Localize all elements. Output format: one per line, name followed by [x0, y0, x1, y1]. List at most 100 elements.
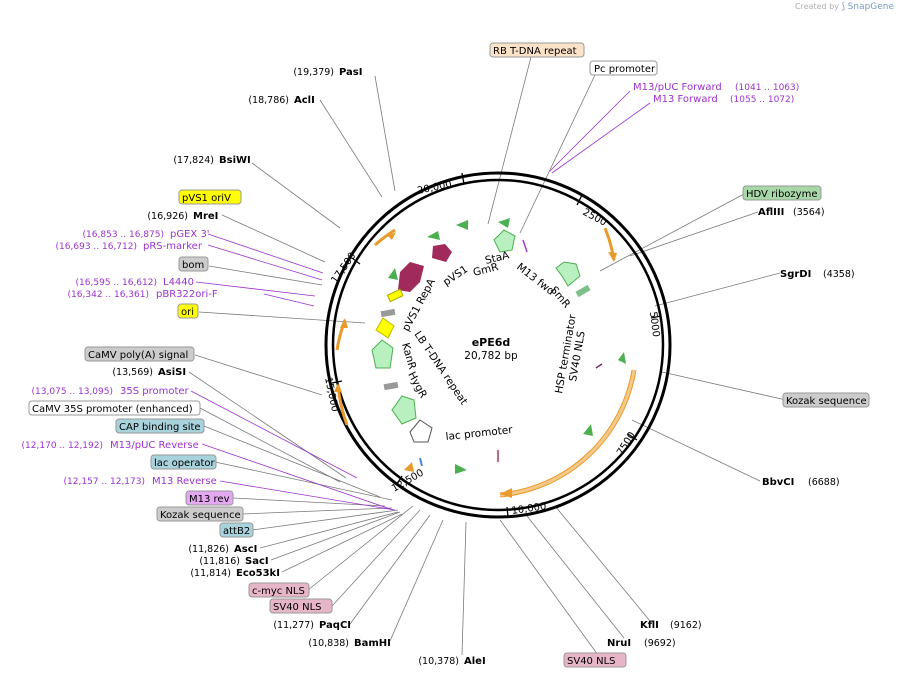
- pvs1-staa-arrow: [432, 244, 452, 262]
- feature-box-cap-binding[interactable]: CAP binding site: [115, 418, 205, 434]
- enzyme-name[interactable]: AclI: [294, 95, 315, 106]
- svg-text:attB2: attB2: [223, 526, 250, 537]
- feature-box-sv40-nls-bottom[interactable]: SV40 NLS: [563, 652, 627, 668]
- feature-box-kozak-left[interactable]: Kozak sequence: [156, 506, 244, 522]
- ori-band: [386, 288, 404, 303]
- ori-arrow: [375, 317, 395, 339]
- feature-box-pc-promoter[interactable]: Pc promoter: [589, 60, 658, 76]
- credit-prefix: Created by: [794, 2, 839, 11]
- primer-name[interactable]: M13/pUC Reverse: [110, 440, 199, 451]
- tick-label: 17,500: [329, 251, 358, 286]
- pvs1-label: pVS1: [441, 263, 470, 288]
- smr-arrow: [555, 261, 581, 287]
- feature-box-sv40-nls-left[interactable]: SV40 NLS: [269, 598, 333, 614]
- enzyme-pos: (17,824): [173, 155, 214, 166]
- feature-box-kozak-right[interactable]: Kozak sequence: [782, 392, 870, 408]
- svg-text:CaMV 35S promoter (enhanced): CaMV 35S promoter (enhanced): [32, 404, 193, 415]
- enzyme-name[interactable]: MreI: [193, 211, 218, 222]
- feature-box-camv-35s[interactable]: CaMV 35S promoter (enhanced): [28, 400, 201, 416]
- primer-name[interactable]: M13 Reverse: [152, 476, 217, 487]
- feature-box-hdv-ribozyme[interactable]: HDV ribozyme: [742, 185, 822, 201]
- tick-label: 10,000: [511, 501, 547, 517]
- enzyme-pos: (11,826): [188, 544, 229, 555]
- enzyme-pos: (13,569): [112, 367, 153, 378]
- primer-name[interactable]: L4440: [163, 277, 194, 288]
- primer-pos: (16,693 .. 16,712): [56, 242, 137, 252]
- hsp-mark: [595, 363, 603, 369]
- primer-name[interactable]: pGEX 3': [170, 229, 210, 240]
- svg-text:SV40 NLS: SV40 NLS: [273, 602, 322, 613]
- primer-pos: (16,853 .. 16,875): [83, 230, 164, 240]
- svg-text:c-myc NLS: c-myc NLS: [252, 586, 305, 597]
- plasmid-size: 20,782 bp: [464, 350, 518, 362]
- feature-box-pvs1-oriv[interactable]: pVS1 oriV: [178, 189, 242, 205]
- primer-pos: (1041 .. 1063): [735, 83, 799, 93]
- enzyme-pos: (18,786): [248, 95, 289, 106]
- svg-text:bom: bom: [182, 260, 204, 271]
- leader-lines: [188, 56, 787, 656]
- enzyme-name[interactable]: SgrDI: [780, 269, 811, 280]
- kanr-label: KanR: [399, 342, 418, 371]
- enzyme-name[interactable]: AflIII: [758, 207, 784, 218]
- feature-box-rb-tdna[interactable]: RB T-DNA repeat: [489, 42, 585, 58]
- primer-pos: (13,075 .. 13,095): [32, 387, 113, 397]
- feature-box-m13-rev[interactable]: M13 rev: [185, 490, 234, 506]
- enzyme-name[interactable]: SacI: [245, 556, 269, 567]
- lac-promoter-label: lac promoter: [445, 424, 514, 443]
- svg-text:CaMV poly(A) signal: CaMV poly(A) signal: [88, 350, 188, 361]
- primer-pos: (12,157 .. 12,173): [64, 477, 145, 487]
- enzyme-pos: (3564): [793, 207, 825, 218]
- primer-name[interactable]: M13 Forward: [653, 94, 718, 105]
- svg-text:SV40 NLS: SV40 NLS: [567, 656, 616, 667]
- enzyme-name[interactable]: Eco53kI: [236, 568, 280, 579]
- tick-label: 20,000: [416, 179, 453, 197]
- primer-pos: (16,342 .. 16,361): [68, 290, 149, 300]
- lac-promoter-arrow: [409, 419, 433, 443]
- enzyme-name[interactable]: AscI: [234, 544, 257, 555]
- direction-arrows: [334, 218, 626, 498]
- tick-marks: [331, 172, 662, 518]
- feature-box-camv-polya[interactable]: CaMV poly(A) signal: [84, 346, 195, 362]
- lb-band: [383, 381, 399, 391]
- enzyme-name[interactable]: AsiSI: [158, 367, 186, 378]
- enzyme-name[interactable]: KflI: [640, 620, 659, 631]
- enzyme-pos: (16,926): [147, 211, 188, 222]
- credit-brand: SnapGene: [847, 2, 894, 12]
- primer-pos: (16,595 .. 16,612): [76, 278, 157, 288]
- backbone: [324, 171, 672, 519]
- enzyme-name[interactable]: PaqCI: [319, 620, 351, 631]
- attb2-mark: [419, 457, 423, 467]
- tick-label: 7500: [615, 430, 638, 457]
- primer-name[interactable]: pBR322ori-F: [156, 289, 218, 300]
- svg-text:lac operator: lac operator: [154, 458, 215, 469]
- feature-box-bom[interactable]: bom: [178, 256, 209, 272]
- plasmid-name: ePE6d: [472, 336, 511, 349]
- enzyme-name[interactable]: BsiWI: [219, 155, 251, 166]
- enzyme-labels: (19,379) PasI (18,786) AclI (17,824) Bsi…: [112, 67, 854, 667]
- smr-label: SmR: [548, 284, 573, 310]
- feature-box-ori[interactable]: ori: [177, 303, 199, 319]
- enzyme-pos: (11,816): [199, 556, 240, 567]
- feature-box-attb2[interactable]: attB2: [219, 522, 254, 538]
- svg-text:RB T-DNA repeat: RB T-DNA repeat: [493, 46, 577, 57]
- enzyme-name[interactable]: NruI: [607, 638, 631, 649]
- bom-band: [380, 308, 396, 318]
- primer-name[interactable]: 35S promoter: [120, 386, 190, 397]
- gmr-arrow: [493, 229, 516, 253]
- primer-name[interactable]: M13/pUC Forward: [633, 82, 722, 93]
- enzyme-pos: (19,379): [293, 67, 334, 78]
- enzyme-name[interactable]: PasI: [339, 67, 362, 78]
- kanr-arrow: [371, 339, 394, 369]
- enzyme-pos: (9162): [670, 620, 702, 631]
- feature-box-cmyc-nls[interactable]: c-myc NLS: [248, 582, 310, 598]
- enzyme-name[interactable]: BamHI: [354, 638, 391, 649]
- enzyme-name[interactable]: AleI: [464, 656, 486, 667]
- primer-name[interactable]: pRS-marker: [143, 241, 203, 252]
- staa-label: StaA: [484, 249, 511, 267]
- enzyme-name[interactable]: BbvCI: [762, 477, 794, 488]
- svg-text:Kozak sequence: Kozak sequence: [786, 396, 867, 407]
- enzyme-pos: (10,378): [418, 656, 459, 667]
- feature-box-lac-operator[interactable]: lac operator: [150, 454, 217, 470]
- pvs1-repa-arrow: [398, 262, 424, 292]
